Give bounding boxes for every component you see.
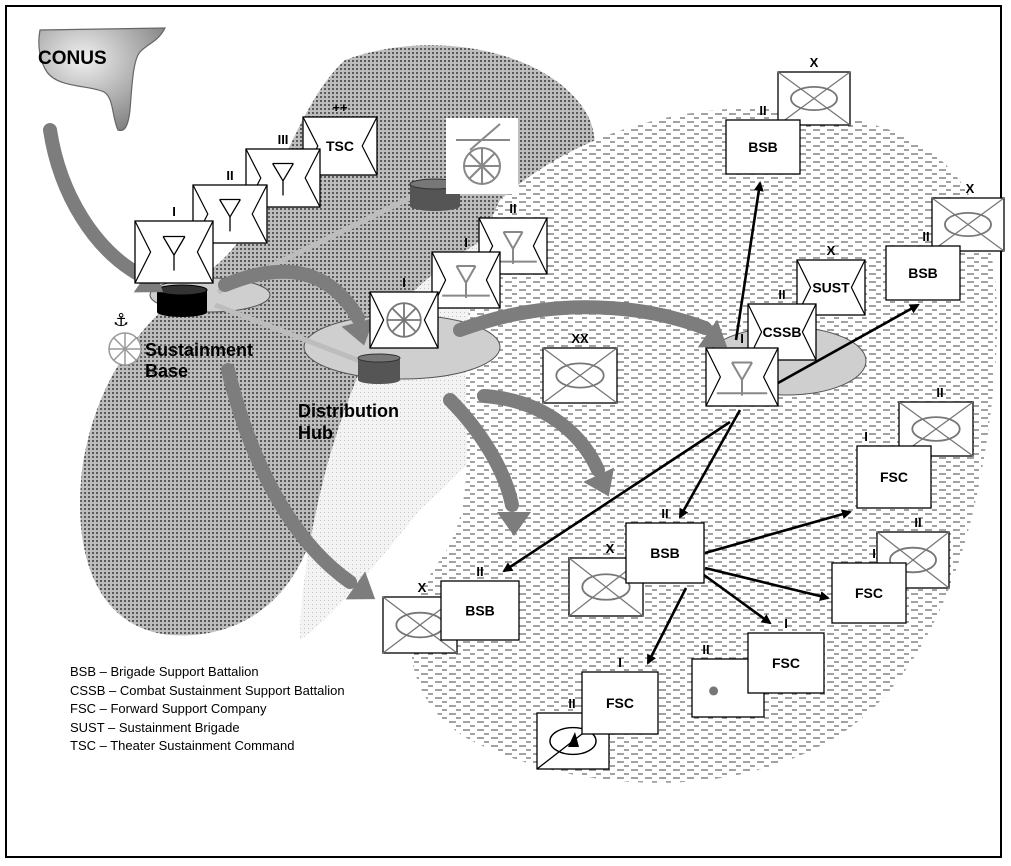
flow-arrows — [43, 123, 728, 600]
medical-symbol-base — [108, 332, 142, 366]
flow-base-to-left — [221, 363, 376, 600]
unit-bde-top: X — [777, 55, 851, 126]
svg-text:⚓: ⚓ — [113, 310, 129, 331]
svg-text:SUST: SUST — [812, 280, 850, 296]
arrow-to-bsb-center — [678, 409, 742, 519]
svg-text:BSB: BSB — [650, 545, 680, 561]
svg-text:I: I — [864, 429, 868, 444]
svg-text:X: X — [606, 541, 615, 556]
svg-text:BSB: BSB — [465, 603, 495, 619]
arrow-to-fsc-2 — [704, 566, 830, 601]
conus-label: CONUS — [38, 48, 107, 69]
svg-text:I: I — [784, 616, 788, 631]
arrow-to-bsb-top — [734, 181, 764, 341]
svg-text:I: I — [872, 546, 876, 561]
unit-bn-fsc-1: II — [898, 385, 974, 457]
svg-text:II: II — [914, 515, 921, 530]
svg-text:X: X — [810, 55, 819, 70]
svg-text:X: X — [418, 580, 427, 595]
svg-text:FSC: FSC — [880, 469, 908, 485]
legend-item-fsc: FSC – Forward Support Company — [70, 701, 267, 716]
unit-fsc-3: FSC I — [747, 616, 825, 694]
svg-text:III: III — [278, 132, 289, 147]
unit-fsc-4: FSC I — [581, 655, 659, 735]
svg-text:++: ++ — [332, 100, 348, 115]
unit-forward-i: I — [705, 331, 779, 407]
svg-text:II: II — [759, 103, 766, 118]
svg-text:I: I — [740, 331, 744, 346]
svg-text:I: I — [618, 655, 622, 670]
legend-item-tsc: TSC – Theater Sustainment Command — [70, 738, 295, 753]
unit-bsb-center: BSB II — [625, 506, 705, 584]
svg-text:II: II — [509, 201, 516, 216]
unit-bsb-right: BSB II — [885, 229, 961, 301]
thin-arrows — [502, 181, 920, 665]
unit-div-xx: XX — [542, 331, 618, 404]
flow-hub-to-center — [477, 389, 615, 497]
legend: BSB – Brigade Support Battalion CSSB – C… — [70, 663, 345, 756]
flow-base-to-hub — [218, 264, 375, 346]
svg-text:II: II — [661, 506, 668, 521]
svg-text:BSB: BSB — [748, 139, 778, 155]
svg-text:X: X — [966, 181, 975, 196]
unit-bsb-top: BSB II — [725, 103, 801, 175]
svg-text:II: II — [936, 385, 943, 400]
svg-text:II: II — [702, 642, 709, 657]
unit-bsb-left: BSB II — [440, 564, 520, 641]
svg-text:I: I — [402, 275, 406, 290]
svg-text:BSB: BSB — [908, 265, 938, 281]
cylinder-hub — [357, 353, 401, 384]
unit-bde-iii: III — [245, 132, 321, 208]
unit-co-i: I — [134, 204, 214, 284]
anchor-icon: ⚓ — [113, 310, 129, 331]
unit-hub-i: I — [431, 235, 501, 309]
unit-fsc-2: FSC I — [831, 546, 907, 624]
svg-text:II: II — [922, 229, 929, 244]
unit-bde-right: X — [931, 181, 1005, 252]
arrow-to-fsc-1 — [704, 509, 852, 555]
flow-hub-to-forward — [453, 300, 728, 348]
svg-text:II: II — [568, 696, 575, 711]
legend-item-cssb: CSSB – Combat Sustainment Support Battal… — [70, 682, 345, 698]
unit-hub-med-i: I — [369, 275, 439, 349]
svg-text:X: X — [827, 243, 836, 258]
svg-text:II: II — [778, 287, 785, 302]
svg-text:FSC: FSC — [772, 655, 800, 671]
medical-symbol-tsc — [446, 118, 518, 194]
svg-text:II: II — [476, 564, 483, 579]
svg-text:FSC: FSC — [855, 585, 883, 601]
unit-sust: SUST X — [796, 243, 866, 316]
arrow-to-bsb-right — [777, 303, 920, 385]
unit-fsc-1: FSC I — [856, 429, 932, 509]
svg-text:FSC: FSC — [606, 695, 634, 711]
conus-shape — [38, 27, 166, 132]
legend-item-bsb: BSB – Brigade Support Battalion — [70, 664, 259, 679]
flow-hub-to-bsb — [443, 393, 531, 536]
svg-text:CSSB: CSSB — [763, 324, 802, 340]
arrow-to-bsb-left — [502, 420, 731, 573]
legend-item-sust: SUST – Sustainment Brigade — [70, 719, 240, 735]
cylinder-base — [156, 284, 208, 317]
arrow-to-fsc-3 — [703, 573, 772, 625]
diagram-frame — [5, 5, 1002, 858]
svg-text:II: II — [226, 168, 233, 183]
arrow-to-fsc-4 — [646, 587, 688, 665]
svg-text:I: I — [464, 235, 468, 250]
svg-text:I: I — [172, 204, 176, 219]
svg-text:XX: XX — [571, 331, 589, 346]
svg-text:TSC: TSC — [326, 138, 354, 154]
unit-bn-ii: II — [192, 168, 268, 244]
